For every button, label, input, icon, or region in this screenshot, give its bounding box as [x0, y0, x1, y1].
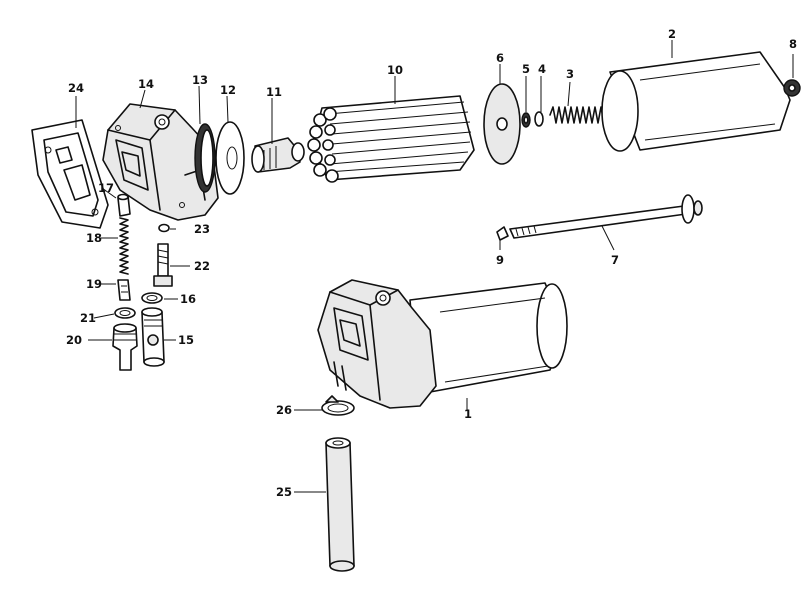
filter-element-end-lobes	[307, 107, 339, 183]
part-20-adapter	[112, 323, 138, 371]
part-1-filter-assembly	[317, 279, 568, 409]
part-17-valve-cap	[117, 193, 131, 217]
label-12: 12	[220, 83, 236, 97]
label-4: 4	[538, 62, 546, 76]
label-6: 6	[496, 51, 504, 65]
label-26: 26	[276, 403, 292, 417]
label-9: 9	[496, 253, 504, 267]
label-7: 7	[611, 253, 619, 267]
label-25: 25	[276, 485, 292, 499]
part-24-gasket	[31, 119, 109, 229]
part-15-union	[141, 307, 165, 367]
part-3-spring	[549, 106, 605, 124]
label-22: 22	[194, 259, 210, 273]
part-11-union-fitting	[251, 137, 305, 173]
label-13: 13	[192, 73, 208, 87]
part-14-filter-head	[102, 103, 219, 221]
part-9-clip	[496, 226, 509, 241]
label-24: 24	[68, 81, 84, 95]
part-23-o-ring	[158, 223, 170, 233]
part-13-sealing-ring	[194, 123, 216, 193]
part-labels: 1 2 3 4 5 6 7 8 9 10 11 12 13 14 15 16 1…	[66, 27, 797, 499]
label-21: 21	[80, 311, 96, 325]
part-25-hose	[325, 437, 355, 572]
part-7-centre-bolt	[509, 194, 703, 239]
leader-lines	[75, 40, 794, 493]
part-19-valve-plunger	[117, 279, 131, 301]
part-8-nut	[783, 79, 801, 97]
part-18-valve-spring	[119, 217, 129, 275]
part-5-washer	[521, 112, 531, 128]
part-4-washer	[534, 111, 544, 127]
part-22-bolt	[153, 243, 173, 287]
label-18: 18	[86, 231, 102, 245]
part-26-hose-clip	[321, 395, 355, 416]
label-2: 2	[668, 27, 676, 41]
label-10: 10	[387, 63, 403, 77]
part-12-disc	[215, 121, 245, 195]
label-1: 1	[464, 407, 472, 421]
label-11: 11	[266, 85, 282, 99]
label-17: 17	[98, 181, 114, 195]
label-20: 20	[66, 333, 82, 347]
part-16-washer	[141, 292, 163, 304]
label-8: 8	[789, 37, 797, 51]
label-14: 14	[138, 77, 154, 91]
label-15: 15	[178, 333, 194, 347]
part-6-pressure-plate	[483, 83, 521, 165]
part-2-filter-bowl	[601, 51, 791, 152]
part-10-filter-element	[307, 95, 475, 183]
label-5: 5	[522, 62, 530, 76]
label-16: 16	[180, 292, 196, 306]
label-23: 23	[194, 222, 210, 236]
label-3: 3	[566, 67, 574, 81]
label-19: 19	[86, 277, 102, 291]
part-21-washer	[114, 307, 136, 319]
